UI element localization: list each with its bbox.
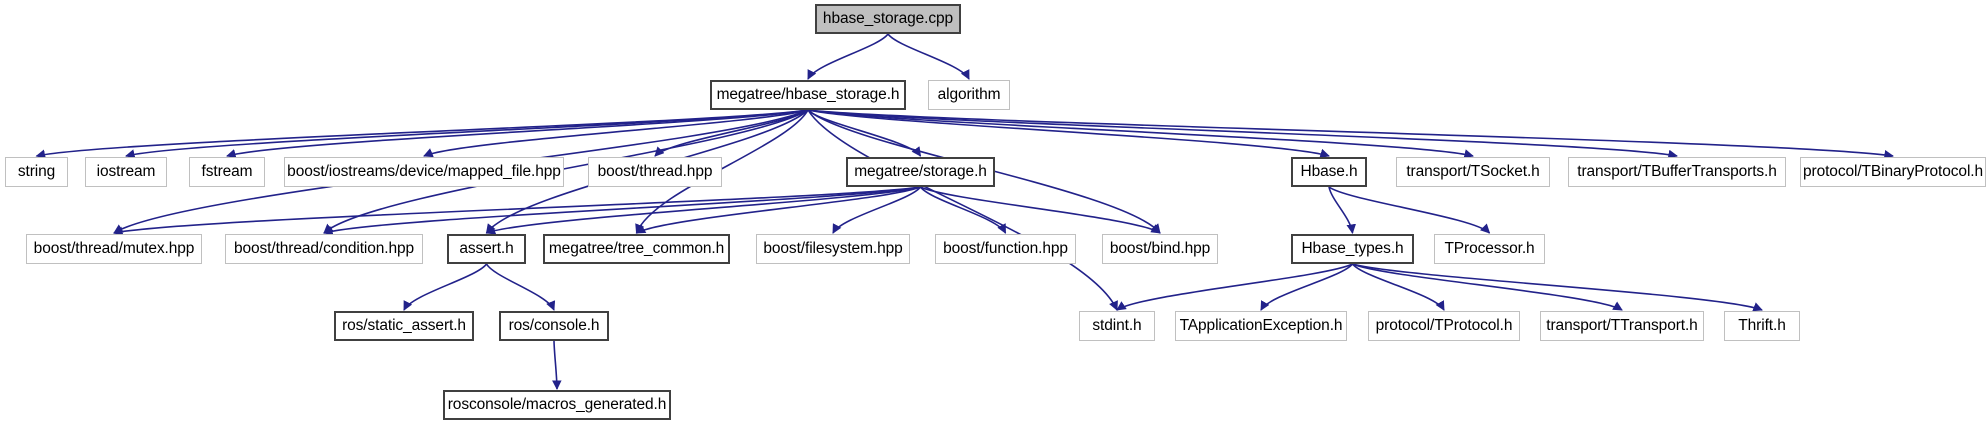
graph-node-label: megatree/storage.h: [854, 163, 987, 181]
graph-edge: [654, 109, 809, 157]
graph-node-boost-thread-mutex-hpp[interactable]: boost/thread/mutex.hpp: [26, 234, 202, 264]
graph-edge: [113, 186, 921, 237]
graph-node-boost-iostreams-device-mapped-file-hpp[interactable]: boost/iostreams/device/mapped_file.hpp: [284, 157, 564, 187]
graph-node-label: boost/function.hpp: [943, 240, 1068, 258]
graph-node-label: protocol/TBinaryProtocol.h: [1802, 163, 1984, 181]
graph-edge: [807, 109, 1330, 159]
graph-edge: [807, 109, 1678, 160]
graph-node-string[interactable]: string: [5, 157, 68, 187]
graph-node-ros-console-h[interactable]: ros/console.h: [499, 311, 609, 341]
graph-edge: [403, 263, 488, 311]
graph-edge: [35, 109, 809, 159]
graph-node-boost-filesystem-hpp[interactable]: boost/filesystem.hpp: [756, 234, 910, 264]
graph-node-label: transport/TBufferTransports.h: [1577, 163, 1777, 181]
graph-node-megatree-storage-h[interactable]: megatree/storage.h: [846, 157, 995, 187]
graph-node-stdint-h[interactable]: stdint.h: [1079, 311, 1155, 341]
graph-edge: [1116, 263, 1353, 311]
graph-node-label: string: [17, 163, 56, 181]
graph-edge: [919, 186, 1007, 234]
graph-node-label: boost/iostreams/device/mapped_file.hpp: [287, 163, 561, 181]
graph-node-boost-thread-hpp[interactable]: boost/thread.hpp: [588, 157, 722, 187]
graph-node-label: assert.h: [459, 240, 514, 258]
graph-node-ros-static-assert-h[interactable]: ros/static_assert.h: [334, 311, 474, 341]
graph-edge: [552, 340, 562, 390]
graph-edge: [807, 33, 889, 80]
graph-node-label: boost/thread.hpp: [597, 163, 713, 181]
graph-node-label: TProcessor.h: [1444, 240, 1535, 258]
graph-node-protocol-tbinaryprotocol-h[interactable]: protocol/TBinaryProtocol.h: [1800, 157, 1986, 187]
graph-edge: [1260, 263, 1354, 311]
graph-node-label: transport/TSocket.h: [1406, 163, 1540, 181]
graph-node-transport-tsocket-h[interactable]: transport/TSocket.h: [1396, 157, 1550, 187]
graph-node-label: Hbase.h: [1300, 163, 1358, 181]
graph-edge: [887, 33, 970, 80]
graph-node-hbase-h[interactable]: Hbase.h: [1291, 157, 1367, 187]
graph-node-assert-h[interactable]: assert.h: [447, 234, 526, 264]
graph-node-tapplicationexception-h[interactable]: TApplicationException.h: [1175, 311, 1347, 341]
graph-node-hbase-storage-cpp: hbase_storage.cpp: [815, 4, 961, 34]
graph-node-label: protocol/TProtocol.h: [1375, 317, 1513, 335]
graph-node-protocol-tprotocol-h[interactable]: protocol/TProtocol.h: [1368, 311, 1520, 341]
graph-node-label: transport/TTransport.h: [1546, 317, 1698, 335]
graph-node-megatree-hbase-storage-h[interactable]: megatree/hbase_storage.h: [710, 80, 906, 110]
graph-node-label: stdint.h: [1092, 317, 1142, 335]
graph-node-boost-function-hpp[interactable]: boost/function.hpp: [935, 234, 1076, 264]
graph-edge: [1328, 186, 1491, 234]
graph-node-label: megatree/hbase_storage.h: [716, 86, 900, 104]
graph-edge: [1352, 263, 1623, 311]
graph-node-tprocessor-h[interactable]: TProcessor.h: [1434, 234, 1545, 264]
graph-node-label: hbase_storage.cpp: [822, 10, 954, 28]
graph-edge: [807, 109, 922, 157]
graph-node-label: rosconsole/macros_generated.h: [447, 396, 667, 414]
graph-node-label: Hbase_types.h: [1301, 240, 1404, 258]
graph-edge: [1352, 263, 1763, 312]
graph-edge: [1328, 186, 1356, 234]
graph-node-rosconsole-macros-generated-h[interactable]: rosconsole/macros_generated.h: [443, 390, 671, 420]
graph-node-label: iostream: [96, 163, 156, 181]
graph-edge: [323, 186, 921, 236]
graph-edge: [485, 186, 921, 235]
graph-node-label: megatree/tree_common.h: [548, 240, 725, 258]
graph-node-thrift-h[interactable]: Thrift.h: [1724, 311, 1800, 341]
graph-edge: [807, 109, 1894, 160]
graph-node-label: algorithm: [937, 86, 1001, 104]
graph-edge: [485, 263, 556, 311]
graph-edge: [125, 109, 809, 159]
graph-node-algorithm[interactable]: algorithm: [928, 80, 1010, 110]
graph-edge: [1351, 263, 1445, 311]
graph-edge: [635, 186, 921, 234]
graph-node-label: boost/bind.hpp: [1109, 240, 1211, 258]
graph-node-boost-thread-condition-hpp[interactable]: boost/thread/condition.hpp: [225, 234, 423, 264]
graph-edge: [807, 109, 1474, 159]
graph-edge: [807, 109, 1118, 311]
graph-node-label: boost/thread/condition.hpp: [233, 240, 415, 258]
graph-node-transport-ttransport-h[interactable]: transport/TTransport.h: [1540, 311, 1704, 341]
graph-node-hbase-types-h[interactable]: Hbase_types.h: [1291, 234, 1414, 264]
graph-node-label: fstream: [201, 163, 253, 181]
graph-node-transport-tbuffertransports-h[interactable]: transport/TBufferTransports.h: [1568, 157, 1786, 187]
graph-node-label: ros/static_assert.h: [342, 317, 466, 335]
graph-edge: [226, 109, 809, 159]
graph-edge: [423, 109, 809, 158]
graph-edge: [832, 186, 922, 234]
graph-node-label: boost/filesystem.hpp: [763, 240, 903, 258]
graph-node-iostream[interactable]: iostream: [85, 157, 167, 187]
graph-node-label: boost/thread/mutex.hpp: [33, 240, 195, 258]
graph-node-label: Thrift.h: [1738, 317, 1786, 335]
graph-node-fstream[interactable]: fstream: [189, 157, 265, 187]
graph-node-label: TApplicationException.h: [1179, 317, 1343, 335]
graph-edge: [920, 186, 1161, 234]
graph-node-label: ros/console.h: [508, 317, 600, 335]
graph-node-boost-bind-hpp[interactable]: boost/bind.hpp: [1102, 234, 1218, 264]
graph-node-megatree-tree-common-h[interactable]: megatree/tree_common.h: [543, 234, 730, 264]
